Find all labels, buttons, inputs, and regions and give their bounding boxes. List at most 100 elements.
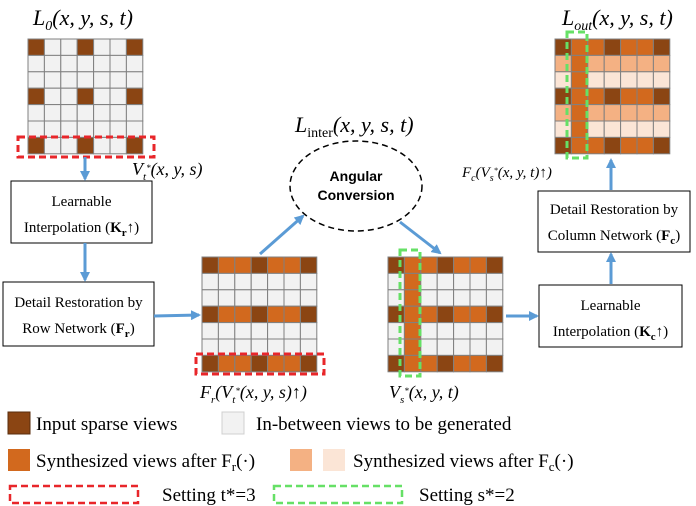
grid_out-cell	[554, 38, 572, 56]
grid_l0-cell	[109, 104, 127, 122]
legend-between-text: In-between views to be generated	[256, 414, 512, 435]
grid_out-cell	[652, 54, 671, 73]
grid_out-cell	[587, 120, 605, 138]
grid_fr-cell	[250, 256, 269, 274]
grid_out-cell	[570, 54, 589, 73]
grid_fr-cell	[234, 322, 252, 340]
grid_vs-cell	[436, 305, 455, 324]
grid_vs-cell	[387, 354, 405, 373]
grid_vs-cell	[420, 322, 438, 340]
legend-swatch-synth-c-dark	[290, 449, 312, 471]
grid_out-cell	[636, 38, 654, 56]
grid_vs-cell	[403, 322, 422, 340]
grid_l0-cell	[60, 87, 78, 106]
red-dashed-frame-fr	[194, 352, 326, 376]
grid_l0-cell	[125, 120, 144, 138]
grid_l0-cell	[125, 38, 144, 56]
grid_fr-cell	[201, 354, 219, 373]
box-interp-c-line1: Learnable	[581, 298, 641, 314]
grid_out-cell	[554, 104, 572, 122]
grid_fr-cell	[201, 272, 219, 291]
grid_l0-cell	[43, 87, 62, 106]
green-dashed-frame-out	[565, 30, 589, 160]
grid_out-cell	[652, 71, 671, 89]
grid_l0-cell	[125, 104, 144, 122]
grid_vs-cell	[469, 272, 487, 291]
box-detail-r	[2, 281, 155, 347]
grid_l0-cell	[60, 136, 78, 155]
grid_vs-cell	[403, 256, 422, 274]
grid_vs-cell	[453, 338, 471, 356]
grid_vs-cell	[387, 256, 405, 274]
grid_l0-cell	[76, 71, 95, 89]
grid_l0-cell	[93, 87, 111, 106]
grid-vs	[387, 256, 504, 373]
grid_out-cell	[587, 104, 605, 122]
grid_out-cell	[603, 71, 622, 89]
grid-fr	[201, 256, 318, 373]
grid_out-cell	[570, 120, 589, 138]
grid_l0-cell	[109, 71, 127, 89]
grid_vs-cell	[387, 272, 405, 291]
grid_out-cell	[603, 54, 622, 73]
grid_fr-cell	[234, 256, 252, 274]
grid_l0-cell	[76, 104, 95, 122]
grid_fr-cell	[250, 354, 269, 373]
grid_l0-cell	[93, 71, 111, 89]
grid_out-cell	[620, 87, 638, 106]
legend-synth-r-text: Synthesized views after Fr(·)	[36, 451, 255, 474]
grid_l0-cell	[60, 71, 78, 89]
grid_l0-cell	[125, 136, 144, 155]
grid_l0-cell	[93, 136, 111, 155]
grid_vs-cell	[485, 272, 504, 291]
angular-conversion-ellipse	[289, 140, 423, 232]
grid_l0-cell	[60, 104, 78, 122]
grid_out-cell	[570, 136, 589, 155]
grid_fr-cell	[201, 289, 219, 307]
grid_fr-cell	[201, 305, 219, 324]
grid_fr-cell	[299, 305, 318, 324]
grid_fr-cell	[217, 272, 236, 291]
grid_l0-cell	[76, 87, 95, 106]
grid_fr-cell	[250, 322, 269, 340]
grid_vs-cell	[436, 354, 455, 373]
grid_out-cell	[636, 104, 654, 122]
legend-swatch-red-dash	[8, 484, 140, 505]
grid_l0-cell	[93, 54, 111, 73]
grid_vs-cell	[436, 338, 455, 356]
grid_l0-cell	[76, 120, 95, 138]
grid_out-cell	[587, 54, 605, 73]
grid_out-cell	[603, 87, 622, 106]
grid_out-cell	[554, 71, 572, 89]
grid_l0-cell	[93, 38, 111, 56]
grid_vs-cell	[485, 305, 504, 324]
grid_out-cell	[636, 120, 654, 138]
grid_vs-cell	[420, 289, 438, 307]
angular-line2: Conversion	[317, 187, 394, 203]
grid_fr-cell	[283, 305, 301, 324]
box-detail-r-line2: Row Network (Fr)	[22, 321, 134, 340]
grid_out-cell	[620, 54, 638, 73]
grid_fr-cell	[201, 256, 219, 274]
grid_out-cell	[652, 136, 671, 155]
grid_fr-cell	[250, 272, 269, 291]
grid_fr-cell	[217, 289, 236, 307]
box-detail-c-line2: Column Network (Fc)	[548, 228, 680, 247]
box-detail-c	[537, 190, 691, 253]
box-detail-c-line1: Detail Restoration by	[550, 202, 679, 218]
grid_vs-cell	[469, 354, 487, 373]
legend-swatch-green-dash	[272, 484, 404, 505]
grid_vs-cell	[469, 338, 487, 356]
grid_l0-cell	[125, 54, 144, 73]
grid_fr-cell	[283, 322, 301, 340]
grid_l0-cell	[27, 120, 45, 138]
grid_fr-cell	[217, 322, 236, 340]
grid_vs-cell	[420, 272, 438, 291]
grid_l0-cell	[76, 136, 95, 155]
grid_vs-cell	[485, 256, 504, 274]
legend-swatch-synth-c-light	[323, 449, 345, 471]
grid_fr-cell	[267, 305, 285, 324]
grid_fr-cell	[217, 256, 236, 274]
box-interp-r-line2: Interpolation (Kr↑)	[24, 220, 139, 239]
